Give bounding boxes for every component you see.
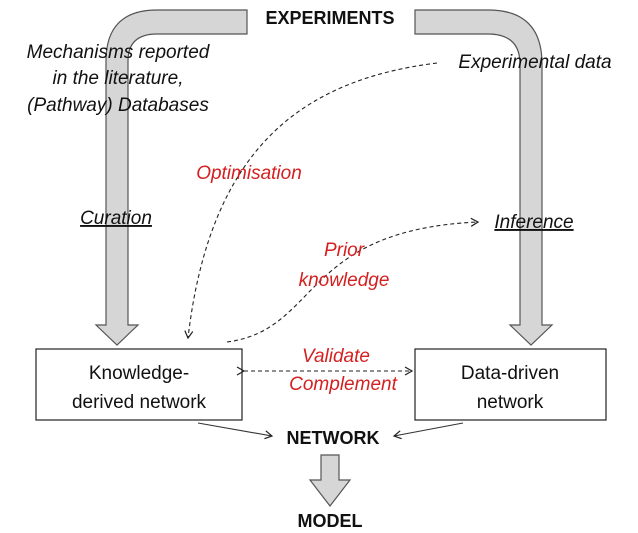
data-to-network-arrow bbox=[392, 422, 464, 440]
experiments-label: EXPERIMENTS bbox=[265, 8, 394, 28]
data-network-label-line-1: Data-driven bbox=[461, 363, 559, 384]
inference-label: Inference bbox=[494, 212, 573, 233]
literature-source-line-3: (Pathway) Databases bbox=[27, 95, 209, 116]
complement-label: Complement bbox=[289, 374, 397, 395]
knowledge-to-network-arrow bbox=[197, 422, 274, 440]
knowledge-network-box bbox=[35, 348, 243, 421]
knowledge-network-label-line-2: derived network bbox=[72, 392, 207, 413]
experimental-data-label: Experimental data bbox=[458, 52, 611, 73]
literature-source-line-1: Mechanisms reported bbox=[27, 42, 211, 63]
prior-knowledge-line-1: Prior bbox=[324, 240, 365, 261]
prior-knowledge-line-2: knowledge bbox=[299, 270, 390, 291]
optimisation-label: Optimisation bbox=[196, 163, 302, 184]
network-label: NETWORK bbox=[287, 428, 380, 448]
left-pipe-arrow bbox=[94, 9, 248, 346]
right-pipe-arrow bbox=[414, 9, 554, 346]
model-label: MODEL bbox=[298, 511, 363, 531]
validate-label: Validate bbox=[302, 346, 370, 367]
data-network-label-line-2: network bbox=[477, 392, 544, 413]
curation-label: Curation bbox=[80, 208, 152, 229]
prior-knowledge-dashed-arrow bbox=[226, 217, 480, 343]
literature-source-line-2: in the literature, bbox=[53, 68, 184, 89]
data-network-box bbox=[414, 348, 607, 421]
knowledge-network-label-line-1: Knowledge- bbox=[89, 363, 189, 384]
network-to-model-arrow bbox=[308, 454, 352, 507]
optimisation-dashed-arrow bbox=[184, 62, 438, 340]
